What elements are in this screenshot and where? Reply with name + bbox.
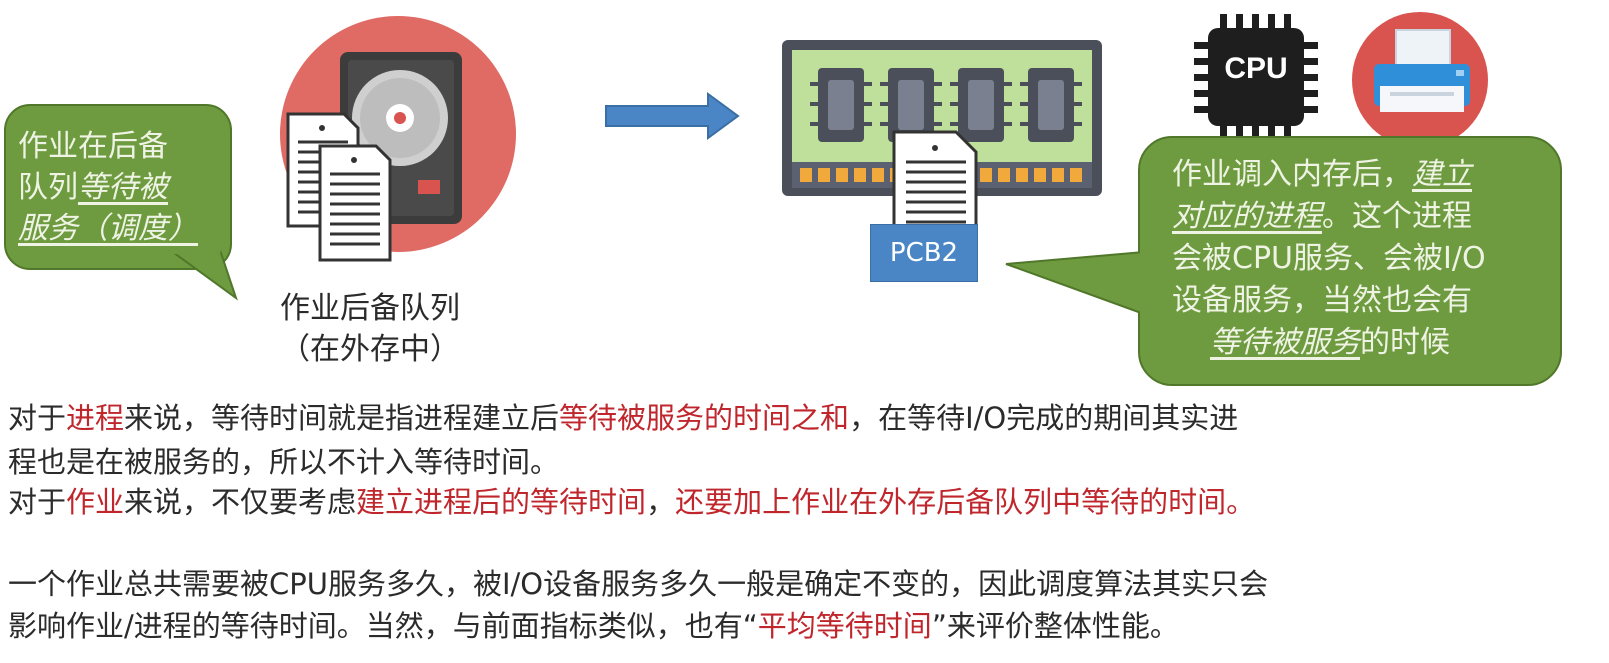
printer-icon	[1352, 12, 1488, 148]
p2-text-c: 来说，不仅要考虑	[124, 485, 357, 519]
cpu-chip-icon	[1194, 14, 1318, 140]
p2-text-a: 对于	[8, 485, 67, 519]
p3-text-d: ”来评价整体性能。	[931, 609, 1179, 643]
p1-text-a: 对于	[8, 401, 67, 435]
right-callout-tail	[1005, 250, 1154, 320]
hard-disk-icon	[280, 16, 516, 262]
right-callout-line2-emph: 对应的进程	[1172, 199, 1322, 234]
p1-text-e: ，在等待I/O完成的期间其实进	[849, 401, 1239, 435]
p3-emph-avg-wait: 平均等待时间	[757, 609, 932, 643]
left-callout-tail	[168, 250, 238, 301]
left-callout-line2: 队列等待被	[18, 167, 228, 208]
right-callout-line5-plain: 的时候	[1360, 325, 1450, 360]
arrow-right-icon	[605, 92, 740, 140]
right-callout-line3: 会被CPU服务、会被I/O	[1172, 241, 1486, 276]
paragraph-summary-line1: 一个作业总共需要被CPU服务多久，被I/O设备服务多久一般是确定不变的，因此调度…	[8, 567, 1269, 601]
cpu-label: CPU	[1224, 52, 1288, 85]
left-callout-bubble	[4, 104, 232, 270]
paragraph-job: 对于作业来说，不仅要考虑建立进程后的等待时间，还要加上作业在外存后备队列中等待的…	[8, 484, 1608, 520]
right-callout-line5-emph: 等待被服务	[1210, 325, 1360, 360]
job-queue-label-line2: （在外存中）	[280, 332, 460, 367]
p3-text-b: 影响作业/进程的等待时间。当然，与前面指标类似，也有“	[8, 609, 758, 643]
p2-emph-queue-time: 还要加上作业在外存后备队列中等待的时间。	[675, 485, 1256, 519]
document-front-icon	[318, 144, 392, 262]
right-callout-line4: 设备服务，当然也会有	[1172, 283, 1472, 318]
right-callout-line1-plain: 作业调入内存后，	[1172, 157, 1412, 192]
paragraph-process-line1: 对于进程来说，等待时间就是指进程建立后等待被服务的时间之和，在等待I/O完成的期…	[8, 400, 1608, 436]
p1-emph-wait-sum: 等待被服务的时间之和	[559, 401, 850, 435]
paragraph-process-line2: 程也是在被服务的，所以不计入等待时间。	[8, 445, 560, 479]
left-callout-text: 作业在后备 队列等待被 服务（调度）	[18, 126, 228, 249]
p2-emph-job: 作业	[66, 485, 125, 519]
right-callout-line5: 等待被服务的时候	[1172, 322, 1542, 364]
left-callout-line2-emph: 等待被	[78, 170, 168, 205]
pcb2-box: PCB2	[870, 224, 978, 282]
pcb2-label: PCB2	[889, 238, 959, 268]
p2-emph-after-create: 建立进程后的等待时间	[356, 485, 647, 519]
pcb-document-icon	[892, 130, 978, 230]
left-callout-line1: 作业在后备	[18, 129, 168, 164]
paragraph-summary-line2: 影响作业/进程的等待时间。当然，与前面指标类似，也有“平均等待时间”来评价整体性…	[8, 608, 1608, 644]
right-callout-line2-plain: 。这个进程	[1322, 199, 1472, 234]
right-callout-line1: 作业调入内存后，建立	[1172, 154, 1542, 196]
right-callout-line2: 对应的进程。这个进程	[1172, 196, 1542, 238]
p1-text-c: 来说，等待时间就是指进程建立后	[124, 401, 560, 435]
right-callout-text: 作业调入内存后，建立 对应的进程。这个进程 会被CPU服务、会被I/O 设备服务…	[1172, 154, 1542, 364]
job-queue-label-line1: 作业后备队列	[280, 291, 460, 326]
job-queue-label: 作业后备队列 （在外存中）	[250, 288, 490, 370]
p2-text-e: ，	[646, 485, 676, 519]
right-callout-line1-emph: 建立	[1412, 157, 1472, 192]
left-callout-line3-emph: 服务（调度）	[18, 211, 198, 246]
p1-emph-process: 进程	[66, 401, 125, 435]
left-callout-line3: 服务（调度）	[18, 208, 228, 249]
left-callout-line2-plain: 队列	[18, 170, 78, 205]
